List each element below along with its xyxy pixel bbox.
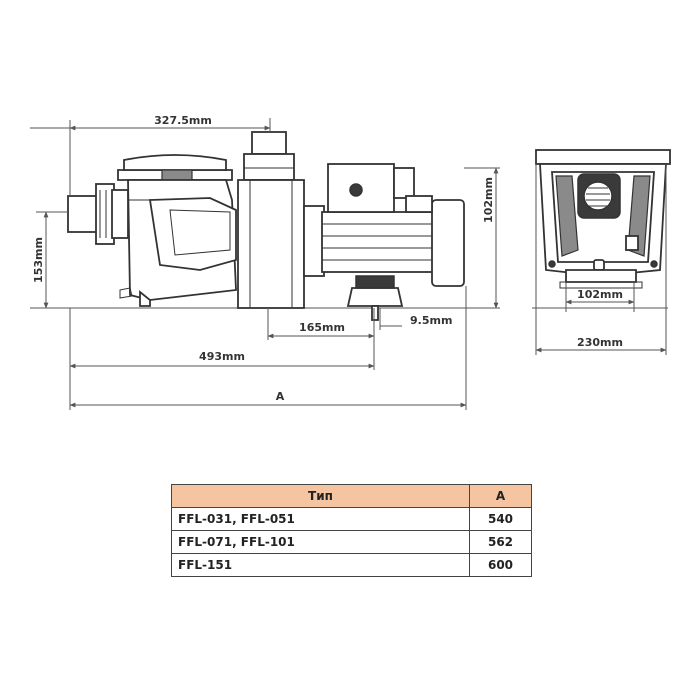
dim-9-5-label: 9.5mm: [410, 314, 452, 327]
cell-type: FFL-071, FFL-101: [171, 530, 470, 554]
dim-a-label: A: [276, 390, 285, 403]
pump-feet: [346, 275, 404, 321]
dim-327-label: 327.5mm: [154, 114, 212, 127]
table-row: FFL-151 600: [171, 553, 532, 577]
table-row: FFL-031, FFL-051 540: [171, 507, 532, 531]
cell-a: 562: [469, 530, 532, 554]
dim-102-front-label: 102mm: [577, 288, 623, 301]
spec-table: Тип A FFL-031, FFL-051 540 FFL-071, FFL-…: [171, 484, 532, 577]
inlet-pipe: [67, 183, 129, 245]
front-view: 102mm 230mm: [532, 149, 671, 355]
table-row: FFL-071, FFL-101 562: [171, 530, 532, 554]
pump-technical-drawing: 327.5mm 153mm 102mm 165mm 9.5mm 493mm A: [30, 114, 671, 410]
cell-a: 600: [469, 553, 532, 577]
cell-type: FFL-031, FFL-051: [171, 507, 470, 531]
dim-493-label: 493mm: [199, 350, 245, 363]
header-a: A: [469, 484, 532, 508]
strainer-housing: [117, 154, 237, 307]
cell-a: 540: [469, 507, 532, 531]
discharge-column: [237, 131, 305, 309]
dim-165-label: 165mm: [299, 321, 345, 334]
header-type: Тип: [171, 484, 470, 508]
cell-type: FFL-151: [171, 553, 470, 577]
dim-153-label: 153mm: [32, 237, 45, 283]
motor: [303, 163, 465, 287]
table-header-row: Тип A: [171, 484, 532, 508]
dim-102-side-label: 102mm: [482, 177, 495, 223]
side-view: 327.5mm 153mm 102mm 165mm 9.5mm 493mm A: [30, 114, 500, 410]
dim-230-label: 230mm: [577, 336, 623, 349]
